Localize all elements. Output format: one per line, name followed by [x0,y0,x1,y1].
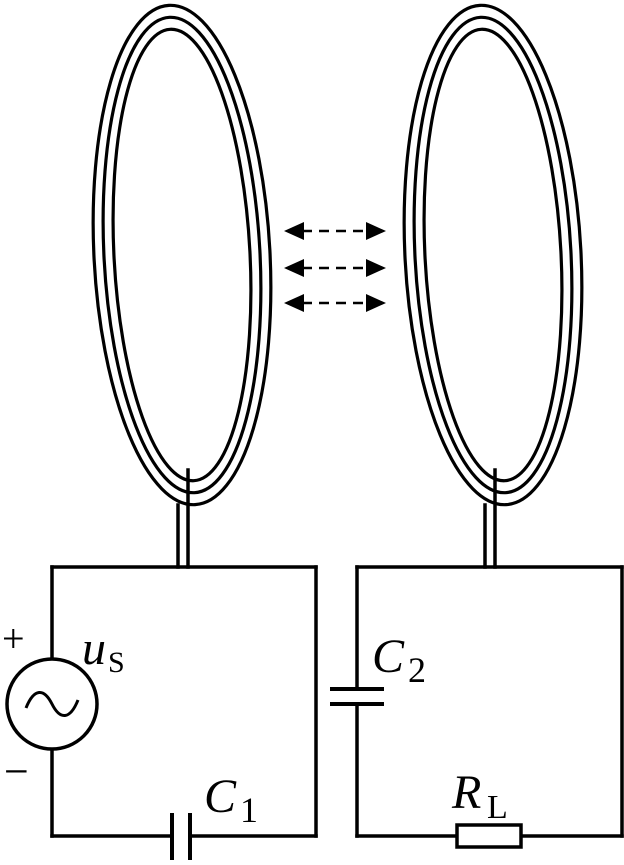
capacitor-c2: C 2 [330,630,426,706]
load-resistor-subscript: L [487,789,508,826]
secondary-circuit: C 2 R L [330,565,624,849]
coupling-arrows [284,222,386,312]
load-resistor-label: R [451,766,481,819]
coupling-arrow [284,222,386,240]
receiver-coil [402,3,584,569]
load-resistor: R L [451,766,523,849]
ac-voltage-source: + − u S [2,616,125,796]
source-label: u [82,622,106,675]
capacitor-c2-subscript: 2 [408,650,426,690]
coupling-arrow [284,294,386,312]
source-label-subscript: S [108,646,125,679]
capacitor-c1: C 1 [170,770,258,860]
sine-wave-icon [24,691,80,717]
capacitor-c2-label: C [372,630,405,683]
primary-circuit: + − u S C 1 [2,565,318,860]
source-minus-sign: − [4,747,29,796]
capacitor-c1-label: C [204,770,237,823]
coupling-arrow [284,259,386,277]
capacitor-c1-subscript: 1 [240,790,258,830]
transmitter-coil [91,3,273,569]
source-plus-sign: + [2,616,25,661]
